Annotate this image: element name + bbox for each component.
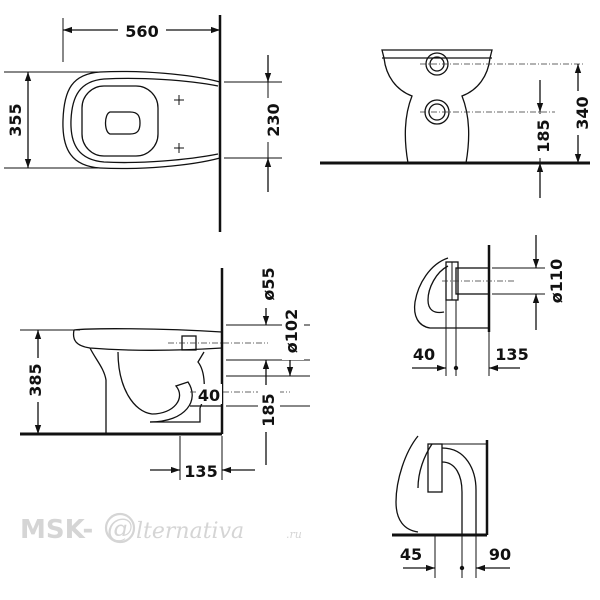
watermark-prefix: MSK-: [20, 515, 93, 545]
watermark-at: @: [107, 514, 133, 544]
mounting-hole-upper: [174, 95, 184, 105]
side-trap-path: [117, 351, 193, 423]
dim-label-40-side: 40: [198, 386, 220, 405]
dim-label-diameter-55: ø55: [259, 267, 278, 300]
detail2-body-outline: [395, 435, 419, 533]
front-view: 340 185: [320, 49, 593, 198]
front-body-outline: [381, 49, 493, 164]
dim-label-355: 355: [6, 103, 25, 136]
watermark: MSK- @ lternativa .ru: [20, 512, 302, 545]
dim-label-90: 90: [489, 545, 511, 564]
dim-label-185-side: 185: [259, 393, 278, 426]
detail1-inner-curve: [427, 265, 449, 314]
top-view: 560 355 230: [4, 15, 284, 232]
detail2-inner-curve: [417, 443, 433, 489]
dim-label-135-side: 135: [184, 462, 217, 481]
watermark-suffix: lternativa: [136, 519, 244, 544]
seat-outline: [81, 85, 159, 157]
dim-label-135-detail: 135: [495, 345, 528, 364]
detail-horizontal-outlet: ø110 40 135: [412, 235, 567, 376]
watermark-tld: .ru: [286, 528, 302, 541]
side-rim-bottom: [72, 329, 223, 351]
side-rim-top: [73, 328, 223, 333]
watermark-at-ring: [104, 512, 136, 544]
bowl-rim: [70, 77, 219, 164]
dim-label-185-front: 185: [534, 119, 553, 152]
detail-vertical-outlet: 45 90: [392, 435, 511, 578]
dim-label-40-detail: 40: [413, 345, 435, 364]
side-view: 385 ø55 ø102 40 185 135: [20, 262, 310, 481]
dim-label-diameter-110: ø110: [547, 259, 566, 303]
detail2-pipe-inner: [441, 461, 463, 535]
bowl-outline: [62, 70, 221, 170]
dim-label-385: 385: [26, 363, 45, 396]
dim-label-340: 340: [573, 96, 592, 129]
detail2-flange: [427, 443, 443, 493]
detail1-body-outline: [413, 257, 489, 329]
seat-opening: [104, 111, 141, 135]
dim-label-45: 45: [400, 545, 422, 564]
detail2-pipe-outer: [441, 447, 477, 535]
side-pedestal-front: [89, 347, 107, 434]
dim-dot: [453, 365, 459, 371]
dim-dot: [459, 565, 465, 571]
mounting-hole-lower: [174, 143, 184, 153]
dim-label-560: 560: [125, 22, 158, 41]
dim-label-230: 230: [264, 103, 283, 136]
dim-label-diameter-102: ø102: [282, 309, 301, 353]
